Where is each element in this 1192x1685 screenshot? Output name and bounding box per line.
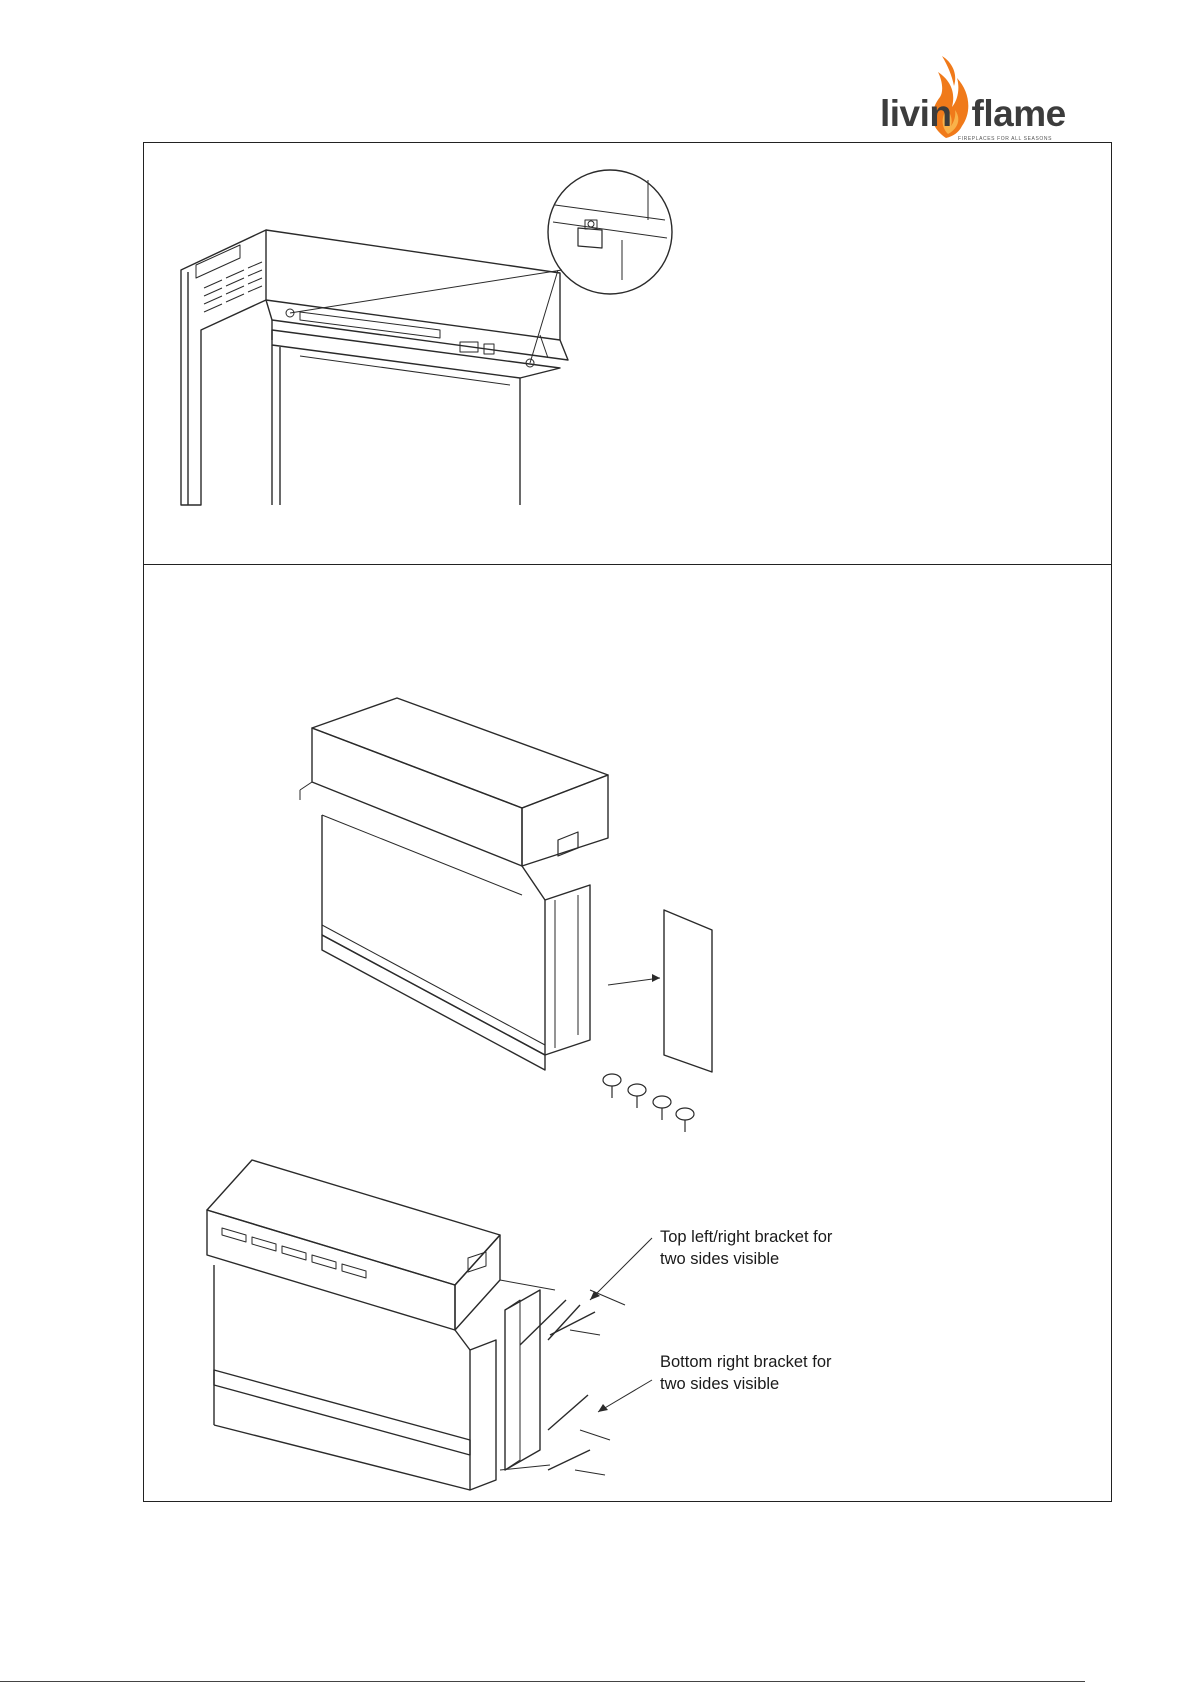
top-bracket-callout: Top left/right bracket for two sides vis… [660, 1226, 832, 1270]
bottom-bracket-callout: Bottom right bracket for two sides visib… [660, 1351, 832, 1395]
footer-rule [0, 1681, 1085, 1682]
